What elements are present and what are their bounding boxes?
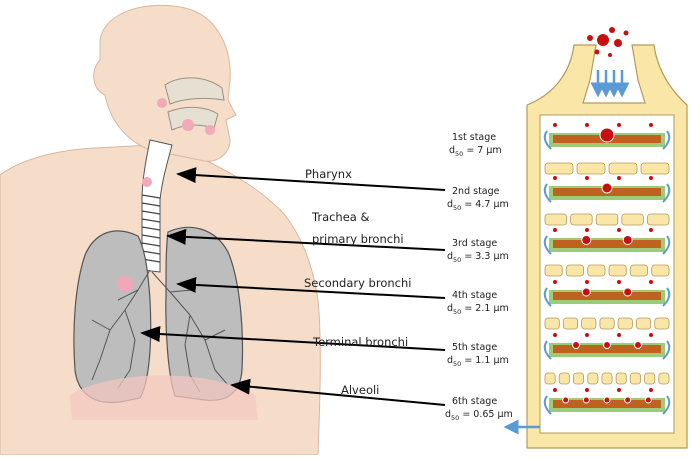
plate-deposit <box>553 292 661 300</box>
impacted-particle <box>645 397 651 403</box>
nozzle-segment <box>636 318 650 329</box>
nozzle-segment <box>563 318 577 329</box>
impacted-particle <box>583 397 589 403</box>
nozzle-segment <box>645 373 655 384</box>
stage-1-name: 1st stage <box>452 132 496 143</box>
stage-3-name: 3rd stage <box>452 238 497 249</box>
airborne-particle <box>585 176 589 180</box>
nozzle-segment <box>566 265 583 276</box>
stage-2-name: 2nd stage <box>452 186 500 197</box>
impacted-particle <box>624 288 632 296</box>
nozzle-segment <box>545 214 567 225</box>
airborne-particle <box>553 333 557 337</box>
airborne-particle <box>553 123 557 127</box>
impacted-particle <box>582 288 590 296</box>
nozzle-segment <box>588 265 605 276</box>
nozzle-segment <box>545 265 562 276</box>
nozzle-segment <box>571 214 593 225</box>
airborne-particle <box>553 228 557 232</box>
stage-6-name: 6th stage <box>452 396 497 407</box>
airborne-particle <box>649 280 653 284</box>
nozzle-segment <box>582 318 596 329</box>
airborne-particle <box>585 333 589 337</box>
nozzle-segment <box>545 373 555 384</box>
nozzle-segment <box>609 265 626 276</box>
nozzle-segment <box>588 373 598 384</box>
stage-4-name: 4th stage <box>452 290 497 301</box>
impacted-particle <box>635 342 642 349</box>
stage-3-d50: d50 = 3.3 µm <box>447 251 509 264</box>
label-terminal-bronchi: Terminal bronchi <box>312 335 408 349</box>
airborne-particle <box>585 280 589 284</box>
airborne-particle <box>553 176 557 180</box>
impacted-particle <box>602 183 612 193</box>
nozzle-segment <box>596 214 618 225</box>
impacted-particle <box>623 236 632 245</box>
airborne-particle <box>617 123 621 127</box>
nozzle-segment <box>545 318 559 329</box>
stage-4-d50: d50 = 2.1 µm <box>447 303 509 316</box>
airborne-particle <box>649 228 653 232</box>
impacted-particle <box>573 342 580 349</box>
airborne-particle <box>617 388 621 392</box>
stage-1-d50: d50 = 7 µm <box>449 145 502 158</box>
nozzle-segment <box>652 265 669 276</box>
label-trachea-line1: Trachea & <box>311 210 369 224</box>
impacted-particle <box>604 342 611 349</box>
label-alveoli: Alveoli <box>341 383 379 397</box>
nozzle-segment <box>600 318 614 329</box>
airborne-particle <box>649 333 653 337</box>
airborne-particle <box>649 388 653 392</box>
airborne-particle <box>553 388 557 392</box>
stage-5-d50: d50 = 1.1 µm <box>447 355 509 368</box>
stage-6-d50: d50 = 0.65 µm <box>445 409 513 422</box>
impacted-particle <box>604 397 610 403</box>
nozzle-segment <box>630 265 647 276</box>
airborne-particle <box>553 280 557 284</box>
impacted-particle <box>625 397 631 403</box>
nozzle-segment <box>609 163 637 174</box>
label-secondary-bronchi: Secondary bronchi <box>304 276 411 290</box>
nozzle-segment <box>641 163 669 174</box>
nozzle-segment <box>655 318 669 329</box>
human-figure <box>0 5 320 455</box>
nozzle-segment <box>622 214 644 225</box>
cascade-impactor <box>506 27 687 448</box>
impacted-particle <box>600 128 614 142</box>
stage-labels: 1st stage d50 = 7 µm 2nd stage d50 = 4.7… <box>445 132 513 422</box>
nozzle-segment <box>559 373 569 384</box>
inlet-airflow <box>598 70 622 95</box>
nozzle-segment <box>659 373 669 384</box>
impacted-particle <box>582 236 591 245</box>
airborne-particle <box>617 280 621 284</box>
nozzle-segment <box>647 214 669 225</box>
nozzle-segment <box>577 163 605 174</box>
airborne-particle <box>649 176 653 180</box>
airborne-particle <box>617 333 621 337</box>
airborne-particle <box>617 176 621 180</box>
nozzle-segment <box>545 163 573 174</box>
airborne-particle <box>585 388 589 392</box>
stage-2-d50: d50 = 4.7 µm <box>447 199 509 212</box>
nozzle-segment <box>616 373 626 384</box>
impacted-particle <box>563 397 569 403</box>
airborne-particle <box>585 123 589 127</box>
airborne-particle <box>585 228 589 232</box>
airborne-particle <box>649 123 653 127</box>
airborne-particle <box>617 228 621 232</box>
nozzle-segment <box>573 373 583 384</box>
label-pharynx: Pharynx <box>305 167 352 181</box>
stage-5-name: 5th stage <box>452 342 497 353</box>
nozzle-segment <box>602 373 612 384</box>
nozzle-segment <box>630 373 640 384</box>
label-trachea-line2: primary bronchi <box>312 232 404 246</box>
plate-deposit <box>553 240 661 248</box>
nozzle-segment <box>618 318 632 329</box>
